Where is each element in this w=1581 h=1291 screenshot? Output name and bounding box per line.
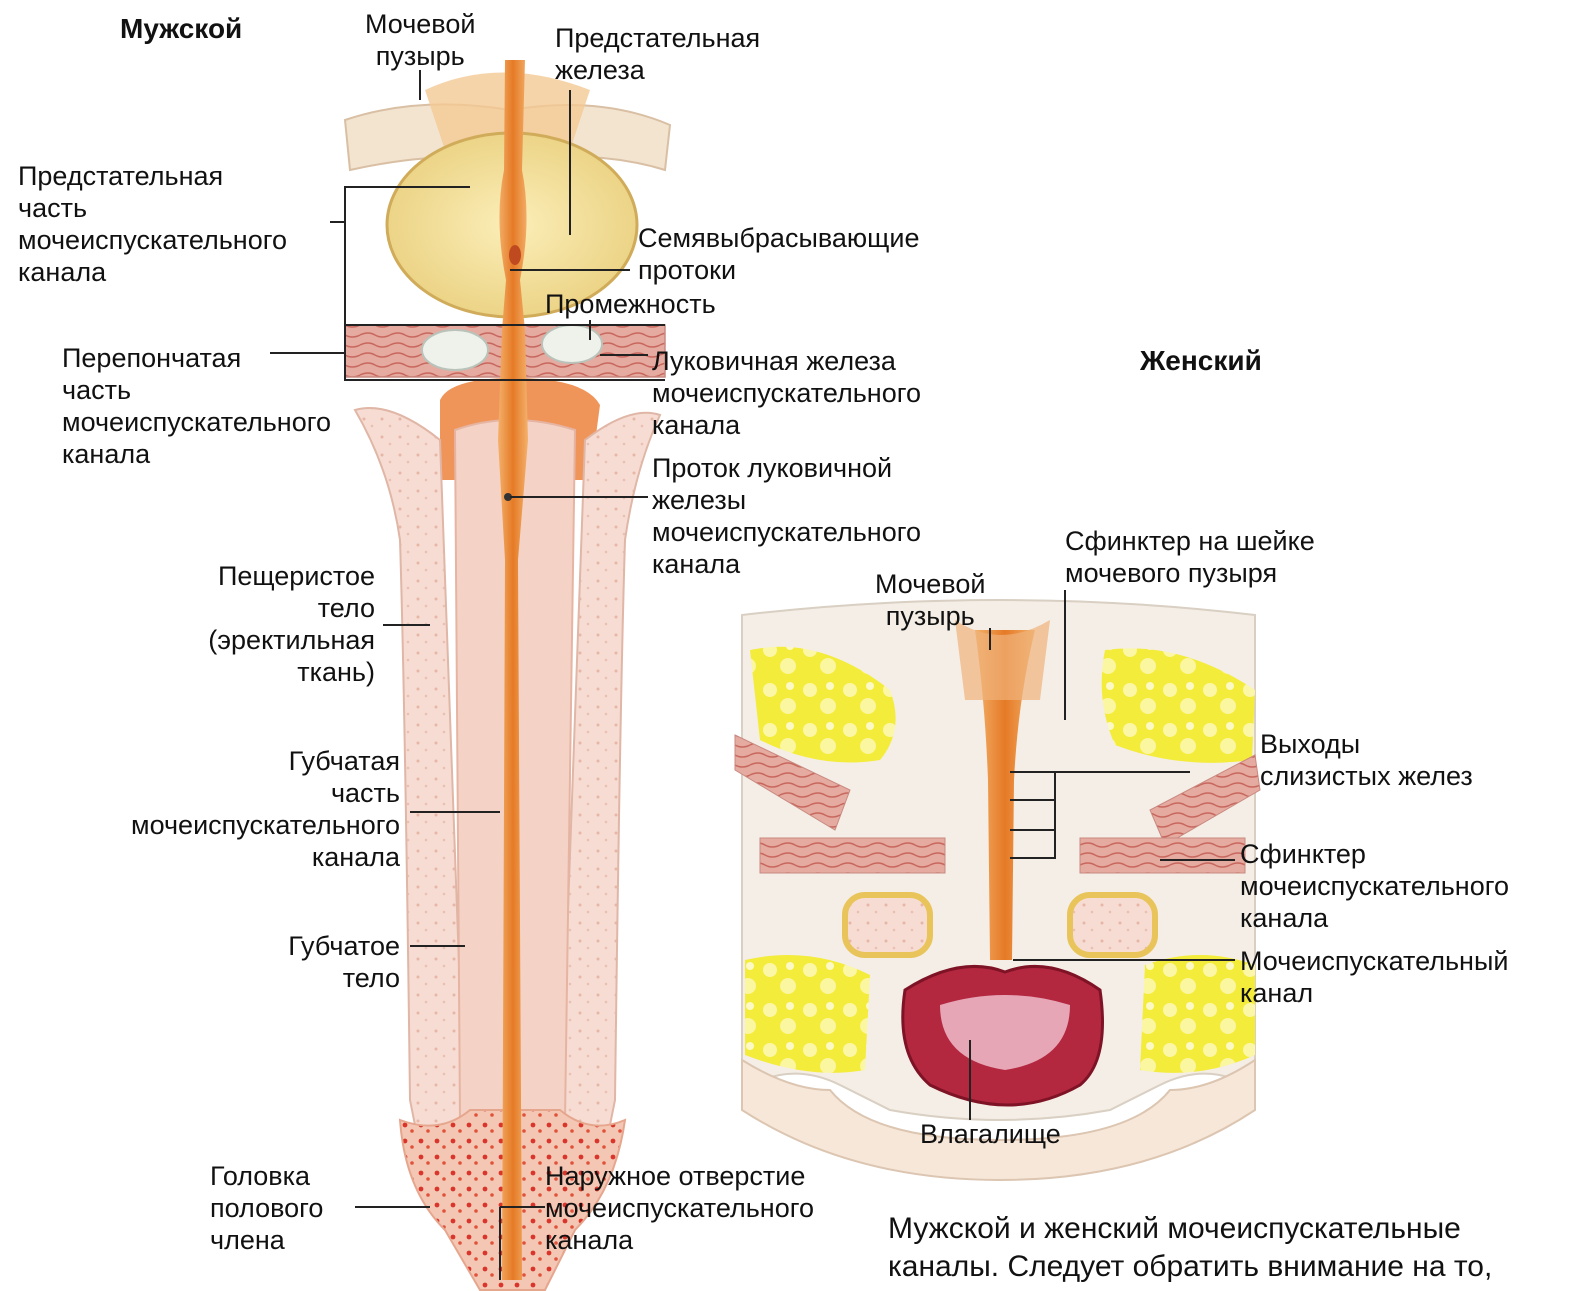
label-glans: Головка полового члена bbox=[210, 1160, 323, 1256]
label-spongy-urethra: Губчатая часть мочеиспускательного канал… bbox=[60, 745, 400, 873]
label-cavernous-body: Пещеристое тело (эректильная ткань) bbox=[150, 560, 375, 688]
bone-left bbox=[845, 895, 930, 955]
male-heading: Мужской bbox=[120, 13, 242, 45]
label-membranous-urethra: Перепончатая часть мочеиспускательного к… bbox=[62, 342, 331, 470]
bone-right bbox=[1070, 895, 1155, 955]
label-bulbourethral-gland: Луковичная железа мочеиспускательного ка… bbox=[652, 345, 921, 441]
bulbourethral-gland-right bbox=[542, 325, 602, 363]
label-mucous-gland-outlets: Выходы слизистых желез bbox=[1260, 728, 1473, 792]
female-urethra-illustration bbox=[735, 600, 1260, 1180]
label-female-urethra: Мочеиспускательный канал bbox=[1240, 945, 1508, 1009]
cavernous-body-right bbox=[560, 413, 660, 1150]
label-sphincter-bladder-neck: Сфинктер на шейке мочевого пузыря bbox=[1065, 525, 1315, 589]
urethral-sphincter-right bbox=[1080, 838, 1245, 873]
label-male-bladder: Мочевой пузырь bbox=[365, 8, 475, 72]
urethral-sphincter-left bbox=[760, 838, 945, 873]
male-urethra-illustration bbox=[345, 60, 670, 1290]
fat-lower-left bbox=[745, 955, 870, 1073]
label-ejaculatory-ducts: Семявыбрасывающие протоки bbox=[638, 222, 919, 286]
bulbourethral-gland-left bbox=[422, 330, 488, 370]
label-vagina: Влагалище bbox=[920, 1118, 1061, 1150]
label-bulbourethral-duct: Проток луковичной железы мочеиспускатель… bbox=[652, 452, 921, 580]
label-external-orifice: Наружное отверстие мочеиспускательного к… bbox=[545, 1160, 814, 1256]
label-female-bladder: Мочевой пузырь bbox=[875, 568, 985, 632]
label-prostate: Предстательная железа bbox=[555, 22, 760, 86]
label-urethral-sphincter: Сфинктер мочеиспускательного канала bbox=[1240, 838, 1509, 934]
label-spongy-body: Губчатое тело bbox=[200, 930, 400, 994]
label-perineum: Промежность bbox=[545, 288, 716, 320]
label-prostatic-urethra: Предстательная часть мочеиспускательного… bbox=[18, 160, 287, 288]
fat-lower-right bbox=[1140, 955, 1255, 1073]
female-heading: Женский bbox=[1140, 345, 1262, 377]
figure-caption: Мужской и женский мочеиспускательные кан… bbox=[888, 1210, 1492, 1286]
